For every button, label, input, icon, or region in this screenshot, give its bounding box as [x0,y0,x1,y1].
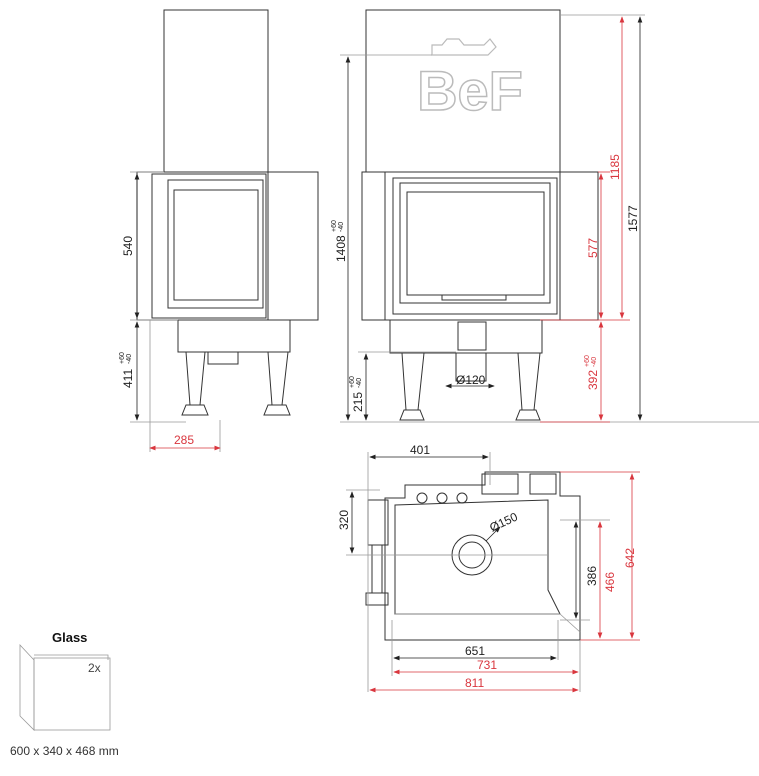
dim-1408-tol-minus: -40 [338,222,345,232]
dim-215: 215 [351,392,365,412]
front-view [130,9,319,452]
dim-air-inlet-120: Ø120 [456,373,486,387]
dim-411-tol-minus: -40 [126,354,133,364]
side-view: BeF [340,9,759,423]
dim-flue-150: Ø150 [487,509,520,534]
dim-386: 386 [585,566,599,586]
dim-401: 401 [410,443,430,457]
dim-1577: 1577 [626,205,640,232]
dim-651: 651 [465,644,485,658]
glass-title: Glass [52,630,88,645]
dim-411-tol-plus: +60 [119,352,126,364]
dim-1408-tol-plus: +60 [331,220,338,232]
dim-392-tol-minus: -40 [591,357,598,367]
logo-emblem-icon [431,38,497,56]
dim-285: 285 [174,433,194,447]
dim-320: 320 [337,510,351,530]
dim-392-tol-plus: +60 [584,355,591,367]
dim-1408: 1408 [334,235,348,262]
dim-540: 540 [121,236,135,256]
dim-466: 466 [603,572,617,592]
dim-577: 577 [586,238,600,258]
dim-215-tol-plus: +60 [349,376,356,388]
dim-215-tol-minus: -40 [356,378,363,388]
dim-411: 411 [121,369,135,388]
plan-view [346,452,640,693]
glass-count: 2x [88,661,101,675]
dim-811: 811 [465,676,484,690]
glass-size: 600 x 340 x 468 mm [10,744,119,758]
dim-731: 731 [477,658,497,672]
bef-logo: BeF [417,59,523,122]
dim-1185: 1185 [608,154,622,180]
dim-642: 642 [623,548,637,568]
dim-392: 392 [586,370,600,390]
glass-pane-icon [19,643,111,731]
